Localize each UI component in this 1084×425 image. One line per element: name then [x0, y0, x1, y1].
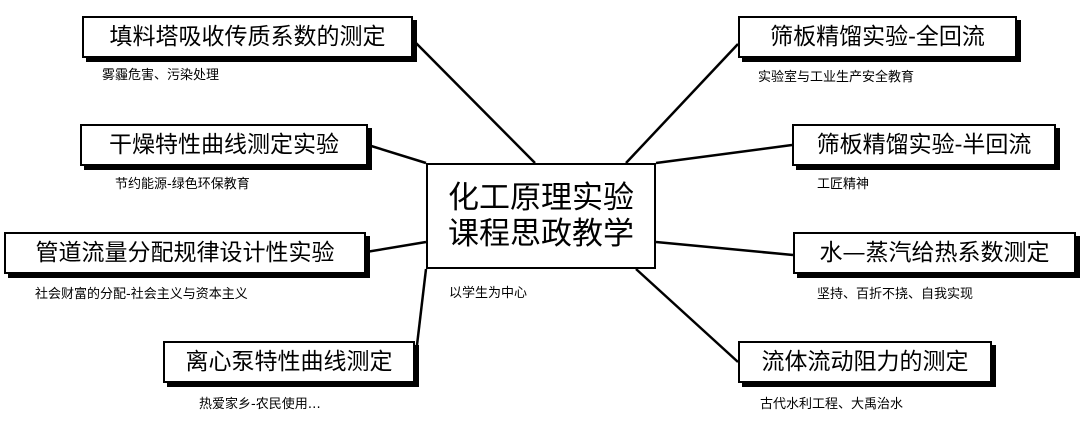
center-note: 以学生为中心: [449, 286, 528, 301]
experiment-node-packed-tower: 填料塔吸收传质系数的测定: [82, 16, 413, 58]
experiment-note: 热爱家乡-农民使用…: [199, 397, 321, 412]
connector-line: [625, 43, 739, 164]
experiment-note: 社会财富的分配-社会主义与资本主义: [35, 287, 248, 302]
experiment-note: 实验室与工业生产安全教育: [758, 70, 915, 85]
connector-line: [365, 240, 427, 254]
experiment-note: 雾霾危害、污染处理: [102, 68, 220, 83]
experiment-title: 筛板精馏实验-全回流: [770, 24, 985, 50]
central-topic-line2: 课程思政教学: [448, 216, 634, 252]
experiment-node-pipe-flow: 管道流量分配规律设计性实验: [4, 232, 366, 274]
experiment-title: 流体流动阻力的测定: [761, 349, 969, 375]
experiment-title: 干燥特性曲线测定实验: [109, 132, 339, 158]
connector-line: [413, 268, 428, 363]
experiment-node-partial-reflux: 筛板精馏实验-半回流: [792, 124, 1056, 166]
connector-line: [655, 143, 793, 165]
experiment-node-flow-resistance: 流体流动阻力的测定: [738, 341, 992, 383]
experiment-title: 水—蒸汽给热系数测定: [819, 240, 1050, 266]
experiment-node-drying: 干燥特性曲线测定实验: [80, 124, 368, 166]
connector-line: [367, 143, 427, 165]
connector-line: [635, 268, 739, 363]
experiment-note: 节约能源-绿色环保教育: [115, 177, 250, 192]
connector-line: [655, 240, 794, 257]
central-topic-line1: 化工原理实验: [448, 180, 634, 216]
experiment-note: 古代水利工程、大禹治水: [760, 397, 904, 412]
experiment-title: 管道流量分配规律设计性实验: [35, 240, 335, 266]
central-topic: 化工原理实验 课程思政教学: [426, 163, 656, 269]
experiment-note: 工匠精神: [817, 177, 870, 192]
experiment-title: 离心泵特性曲线测定: [185, 349, 393, 375]
experiment-node-heat-transfer: 水—蒸汽给热系数测定: [793, 232, 1076, 274]
experiment-title: 筛板精馏实验-半回流: [816, 132, 1032, 158]
connector-line: [412, 39, 536, 164]
experiment-node-centrifugal-pump: 离心泵特性曲线测定: [163, 341, 415, 383]
experiment-node-total-reflux: 筛板精馏实验-全回流: [738, 16, 1017, 58]
experiment-title: 填料塔吸收传质系数的测定: [109, 24, 386, 50]
experiment-note: 坚持、百折不挠、自我实现: [817, 287, 974, 302]
